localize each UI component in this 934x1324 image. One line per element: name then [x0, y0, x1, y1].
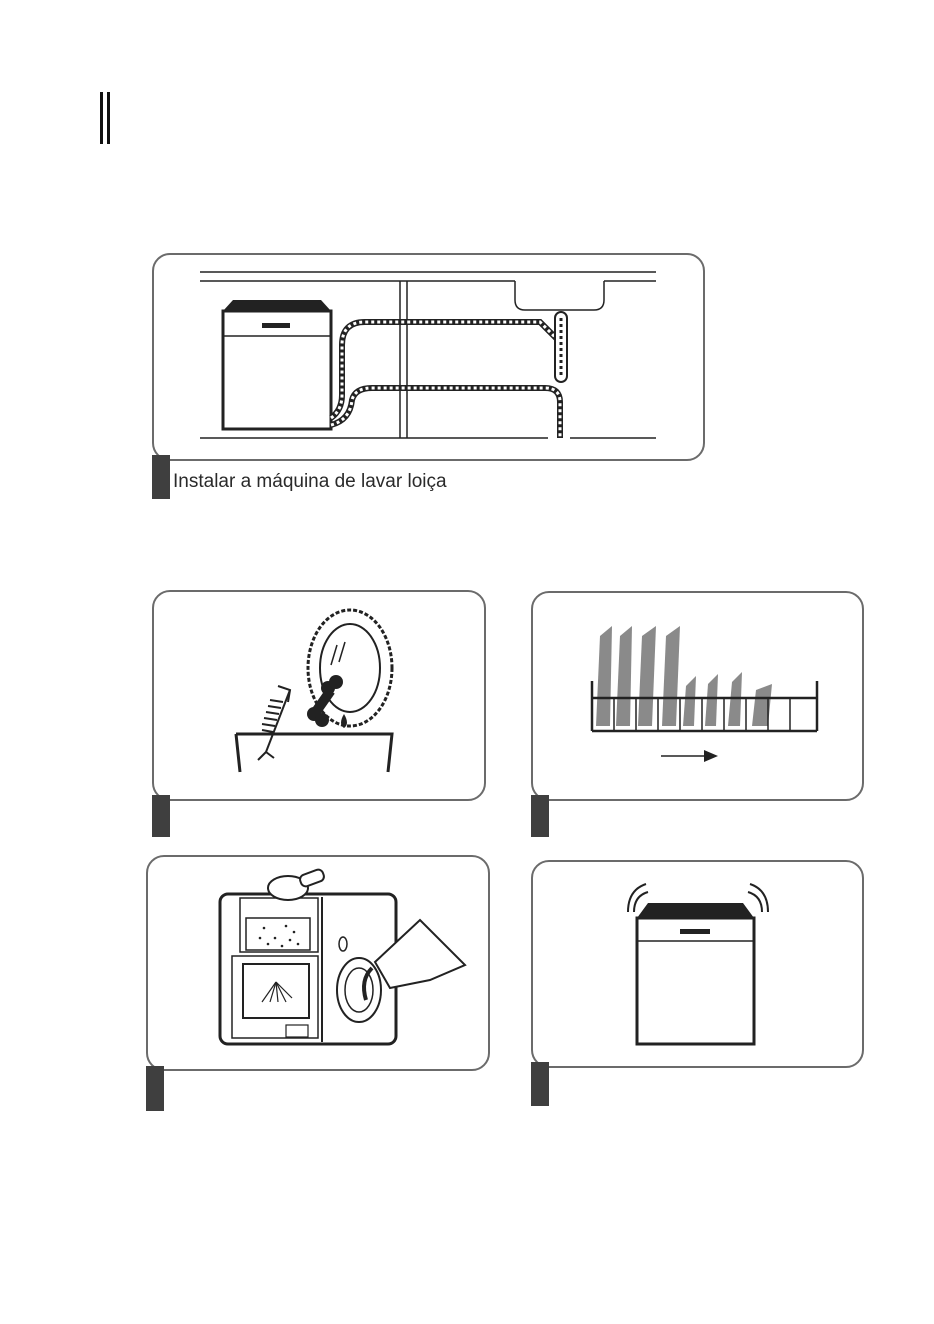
start-dishwasher-illustration	[0, 0, 934, 1324]
